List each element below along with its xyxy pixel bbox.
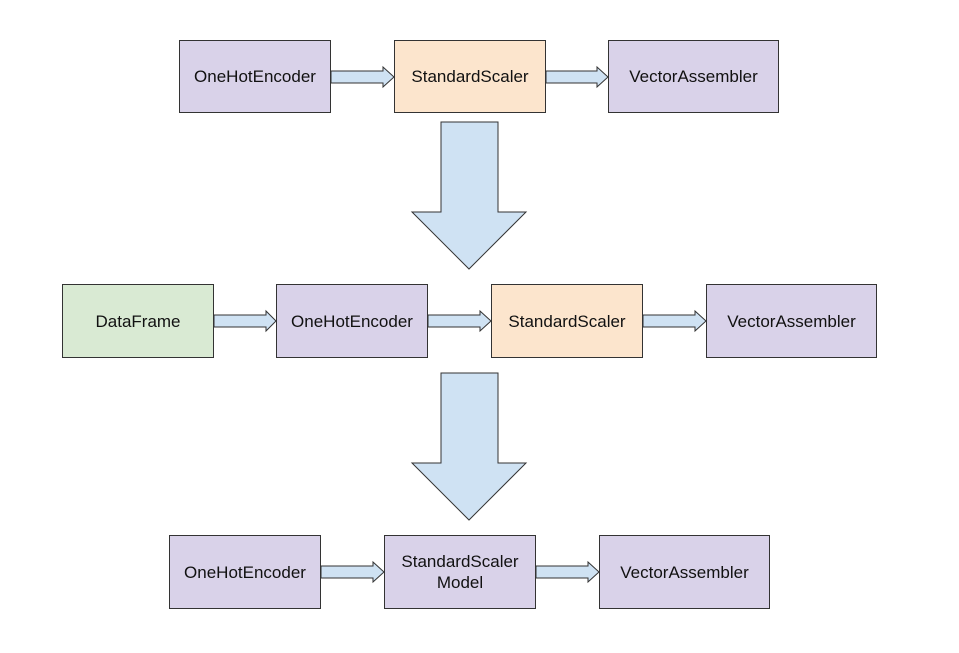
node-label: VectorAssembler bbox=[620, 562, 749, 582]
node-label: OneHotEncoder bbox=[194, 67, 316, 86]
edge-arrow-r2-ss-to-va bbox=[642, 309, 707, 333]
node-standardscaler-model: StandardScaler Model bbox=[384, 535, 536, 609]
node-label: OneHotEncoder bbox=[184, 562, 306, 582]
edge-arrow-r2-ohe-to-ss bbox=[427, 309, 492, 333]
transition-arrow-1 bbox=[410, 121, 528, 270]
node-vectorassembler: VectorAssembler bbox=[706, 284, 877, 358]
edge-arrow-r2-df-to-ohe bbox=[213, 309, 277, 333]
node-label: DataFrame bbox=[95, 311, 181, 331]
node-label: VectorAssembler bbox=[727, 311, 856, 331]
node-label: StandardScaler bbox=[411, 67, 529, 86]
node-vectorassembler: VectorAssembler bbox=[599, 535, 770, 609]
node-onehotencoder: OneHotEncoder bbox=[276, 284, 428, 358]
node-label: StandardScaler Model bbox=[401, 552, 519, 592]
edge-arrow-r1-ohe-to-ss bbox=[330, 65, 395, 89]
node-label: StandardScaler bbox=[508, 311, 626, 331]
node-standardscaler: StandardScaler bbox=[491, 284, 643, 358]
node-vectorassembler: VectorAssembler bbox=[608, 40, 779, 113]
edge-arrow-r1-ss-to-va bbox=[545, 65, 609, 89]
node-standardscaler: StandardScaler bbox=[394, 40, 546, 113]
edge-arrow-r3-ohe-to-ssm bbox=[320, 560, 385, 584]
node-label: VectorAssembler bbox=[629, 67, 758, 86]
node-label: OneHotEncoder bbox=[291, 311, 413, 331]
node-onehotencoder: OneHotEncoder bbox=[179, 40, 331, 113]
transition-arrow-2 bbox=[410, 372, 528, 521]
node-onehotencoder: OneHotEncoder bbox=[169, 535, 321, 609]
node-dataframe: DataFrame bbox=[62, 284, 214, 358]
edge-arrow-r3-ssm-to-va bbox=[535, 560, 600, 584]
